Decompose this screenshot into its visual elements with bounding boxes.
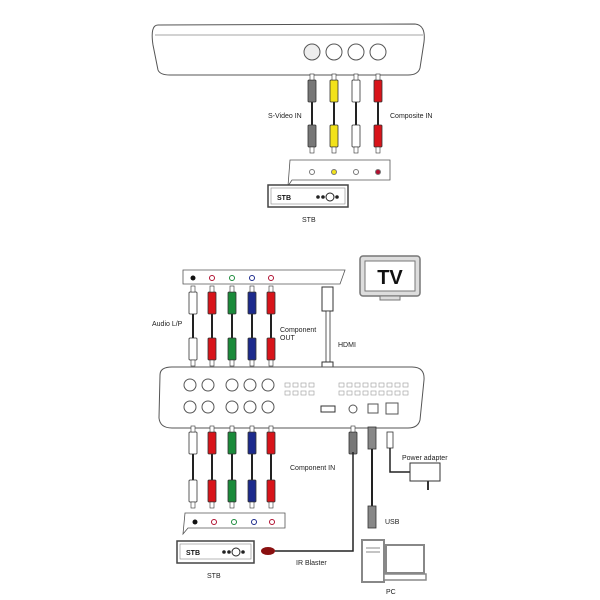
ir-blaster-port bbox=[348, 404, 358, 414]
top-cables bbox=[307, 73, 383, 154]
audio-red-cable bbox=[373, 73, 383, 154]
composite-in-label: Composite IN bbox=[390, 113, 432, 120]
audio-white-cable bbox=[351, 73, 361, 154]
usb-port bbox=[367, 403, 379, 414]
component-in-label: Component IN bbox=[290, 465, 335, 472]
tv-icon: TV bbox=[359, 255, 421, 301]
stb-box-text: STB bbox=[186, 550, 200, 557]
stb-port-panel-bottom bbox=[182, 512, 286, 536]
hdmi-label: HDMI bbox=[338, 342, 356, 349]
ir-blaster-cable bbox=[261, 425, 358, 555]
svideo-in-label: S-Video IN bbox=[268, 113, 302, 120]
ir-blaster-icon bbox=[261, 547, 275, 555]
recorder-device-top bbox=[151, 23, 425, 76]
video-cable bbox=[329, 73, 339, 154]
stb-caption-top: STB bbox=[302, 217, 316, 224]
av-port-audio-r bbox=[369, 43, 387, 61]
recorder-device-bottom bbox=[158, 366, 425, 429]
stb-box-bottom: STB bbox=[176, 540, 255, 564]
usb-label: USB bbox=[385, 519, 400, 526]
power-adapter-label: Power adapter bbox=[402, 455, 448, 462]
tv-port-panel bbox=[182, 269, 346, 285]
svideo-cable bbox=[307, 73, 317, 154]
av-port-video bbox=[325, 43, 343, 61]
stb-box-top: STB bbox=[267, 184, 349, 208]
stb-box-text: STB bbox=[277, 195, 291, 202]
power-adapter bbox=[386, 431, 441, 490]
component-in-cables bbox=[188, 425, 276, 509]
svideo-port bbox=[303, 43, 321, 61]
tv-text: TV bbox=[377, 267, 403, 289]
audio-lp-label: Audio L/P bbox=[152, 321, 183, 328]
component-out-cables bbox=[188, 285, 276, 367]
dc-in-port bbox=[385, 402, 399, 415]
component-out-label-2: OUT bbox=[280, 335, 296, 342]
ir-blaster-label: IR Blaster bbox=[296, 560, 327, 567]
stb-port-panel-top bbox=[287, 159, 391, 188]
stb-caption-bottom: STB bbox=[207, 573, 221, 580]
pc-icon bbox=[361, 539, 427, 583]
pc-caption: PC bbox=[386, 589, 396, 596]
usb-cable bbox=[367, 426, 377, 529]
hdmi-port bbox=[320, 405, 336, 413]
av-port-audio-l bbox=[347, 43, 365, 61]
component-out-label-1: Component bbox=[280, 327, 316, 334]
